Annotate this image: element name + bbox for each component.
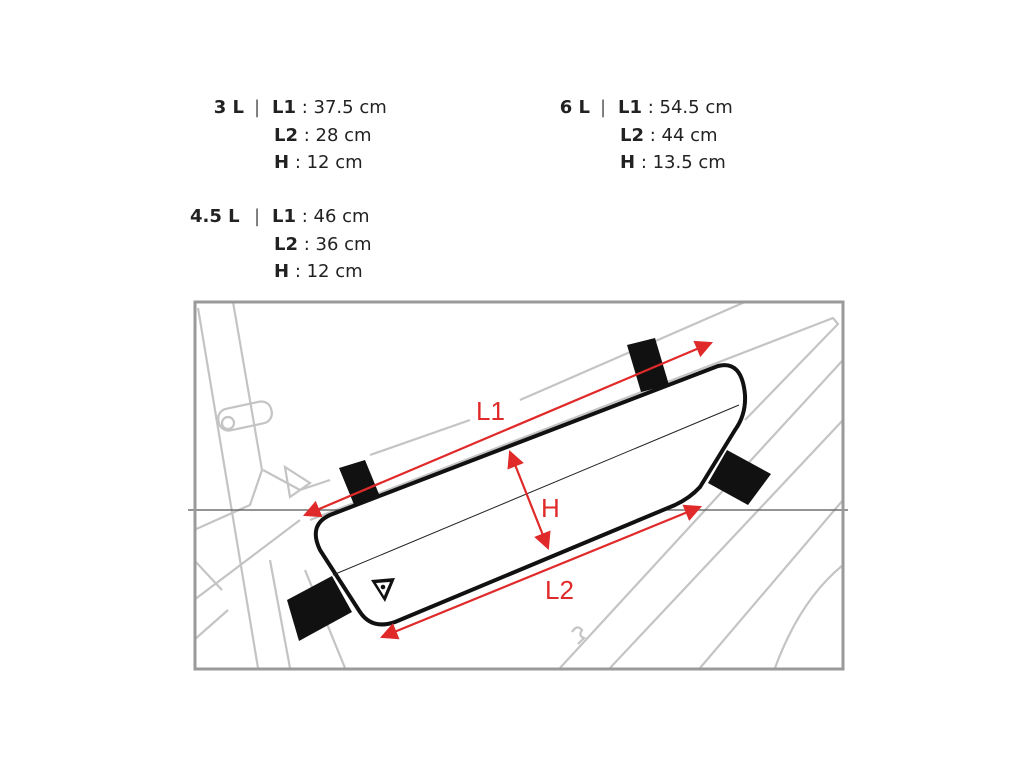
- strap-bottom-left: [287, 576, 352, 641]
- strap-top-right: [627, 338, 669, 392]
- spec-4-5l: 4.5 L | L1 : 46 cm L2 : 36 cm H : 12 cm: [190, 203, 450, 286]
- frame-border: [193, 300, 845, 671]
- label-l1: L1: [476, 396, 505, 426]
- label-l2: L2: [545, 575, 574, 605]
- dim-l1: L1 : 46 cm: [272, 206, 370, 227]
- label-h: H: [541, 493, 560, 523]
- dim-l2: L2 : 36 cm: [274, 233, 372, 255]
- size-label: 6 L: [559, 97, 590, 118]
- dim-l2: L2 : 44 cm: [620, 124, 718, 146]
- size-label: 3 L: [213, 97, 244, 118]
- h-arrow: [507, 449, 551, 551]
- l1-arrow: [302, 340, 714, 518]
- dim-h: H : 12 cm: [274, 152, 363, 173]
- strap-right: [708, 450, 771, 505]
- dim-h: H : 13.5 cm: [620, 152, 726, 173]
- separator: |: [600, 97, 607, 118]
- dim-l1: L1 : 37.5 cm: [272, 97, 387, 118]
- dim-l1: L1 : 54.5 cm: [618, 97, 733, 118]
- l2-arrow: [379, 504, 703, 640]
- size-label: 4.5 L: [190, 206, 240, 227]
- separator: |: [254, 206, 261, 227]
- dim-l2: L2 : 28 cm: [274, 124, 372, 146]
- spec-3l: 3 L | L1 : 37.5 cm L2 : 28 cm H : 12 cm: [190, 94, 450, 177]
- dim-h: H : 12 cm: [274, 261, 363, 282]
- spec-6l: 6 L | L1 : 54.5 cm L2 : 44 cm H : 13.5 cm: [536, 94, 796, 177]
- separator: |: [254, 97, 261, 118]
